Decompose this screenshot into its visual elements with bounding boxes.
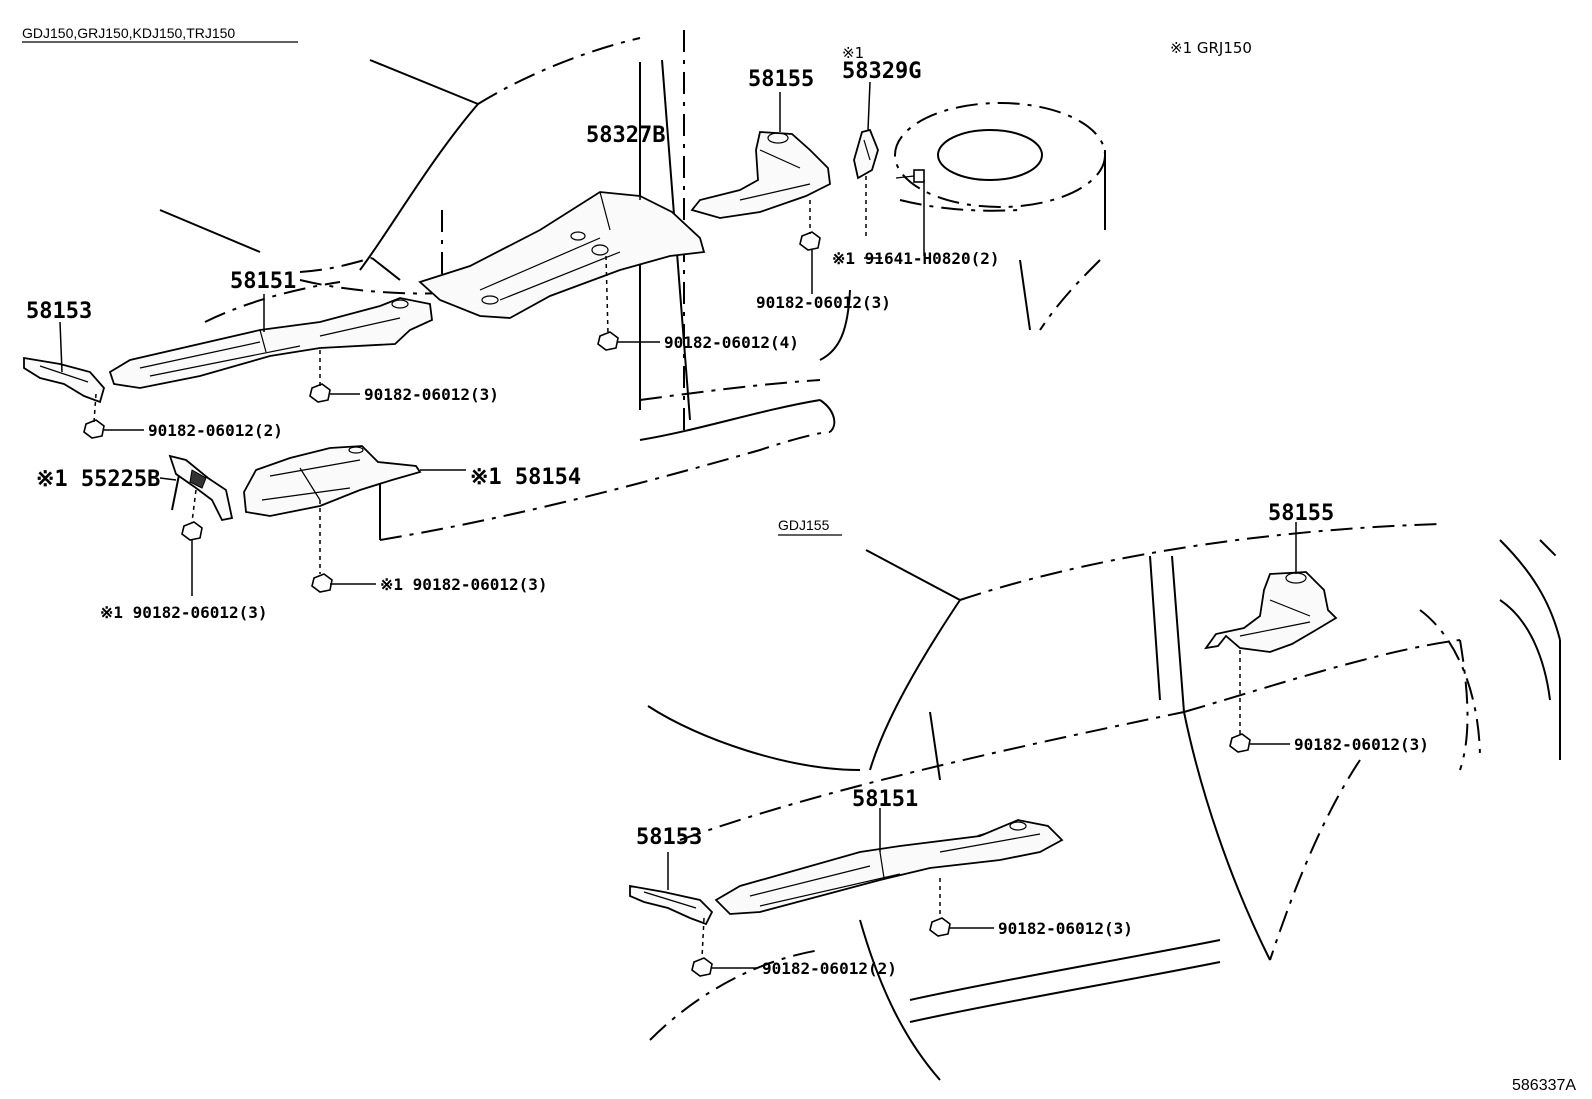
nut-icon bbox=[311, 573, 333, 593]
model-header-b: GDJ155 bbox=[778, 517, 830, 533]
nut-icon bbox=[799, 231, 821, 251]
nut-icons bbox=[83, 231, 1251, 977]
label-nut-58155-b: 90182-06012(3) bbox=[1294, 735, 1429, 754]
nut-icon bbox=[1229, 733, 1251, 753]
label-58151-b: 58151 bbox=[852, 787, 918, 812]
figure-id: 586337A bbox=[1512, 1077, 1576, 1094]
nut-icon bbox=[691, 957, 713, 977]
label-58329g: 58329G bbox=[842, 59, 921, 84]
label-58153-a: 58153 bbox=[26, 299, 92, 324]
vehicle-body-outline-b bbox=[647, 523, 1561, 1081]
label-nut-58153-b: 90182-06012(2) bbox=[762, 959, 897, 978]
part-58155-a bbox=[690, 131, 831, 219]
label-nut-58154: ※1 90182-06012(3) bbox=[380, 575, 548, 594]
part-58153-a bbox=[23, 356, 105, 404]
leader-lines-a bbox=[59, 81, 925, 596]
part-58327b bbox=[418, 191, 706, 319]
part-58154 bbox=[243, 445, 422, 517]
label-bolt-91641: ※1 91641-H0820(2) bbox=[832, 249, 1000, 268]
leader-lines-b bbox=[667, 522, 1297, 969]
label-55225b: ※1 55225B bbox=[36, 467, 160, 492]
nut-icon bbox=[309, 383, 331, 403]
label-nut-58151-a: 90182-06012(3) bbox=[364, 385, 499, 404]
label-nut-58151-b: 90182-06012(3) bbox=[998, 919, 1133, 938]
label-58329g-mark: ※1 bbox=[842, 44, 864, 62]
model-header-a: GDJ150,GRJ150,KDJ150,TRJ150 bbox=[22, 25, 235, 41]
label-nut-58155-a: 90182-06012(3) bbox=[756, 293, 891, 312]
spare-tire-a bbox=[894, 102, 1106, 230]
bolt-91641 bbox=[895, 169, 925, 183]
part-58151-a bbox=[108, 297, 433, 389]
label-58151-a: 58151 bbox=[230, 269, 296, 294]
part-58329g bbox=[853, 128, 879, 180]
part-55225b bbox=[168, 454, 234, 522]
part-58153-b bbox=[629, 884, 714, 926]
label-58153-b: 58153 bbox=[636, 825, 702, 850]
label-nut-55225b: ※1 90182-06012(3) bbox=[100, 603, 268, 622]
label-58155-a: 58155 bbox=[748, 67, 814, 92]
part-58151-b bbox=[714, 819, 1064, 915]
label-58154: ※1 58154 bbox=[470, 465, 581, 490]
part-58155-b bbox=[1204, 571, 1338, 653]
footnote-grj150: ※1 GRJ150 bbox=[1170, 39, 1252, 57]
nut-icon bbox=[181, 521, 203, 541]
nut-icon bbox=[929, 917, 951, 937]
label-nut-58153-a: 90182-06012(2) bbox=[148, 421, 283, 440]
nut-icon bbox=[83, 419, 105, 439]
nut-icon bbox=[597, 331, 619, 351]
label-58327b: 58327B bbox=[586, 123, 665, 148]
label-58155-b: 58155 bbox=[1268, 501, 1334, 526]
label-nut-58327b: 90182-06012(4) bbox=[664, 333, 799, 352]
